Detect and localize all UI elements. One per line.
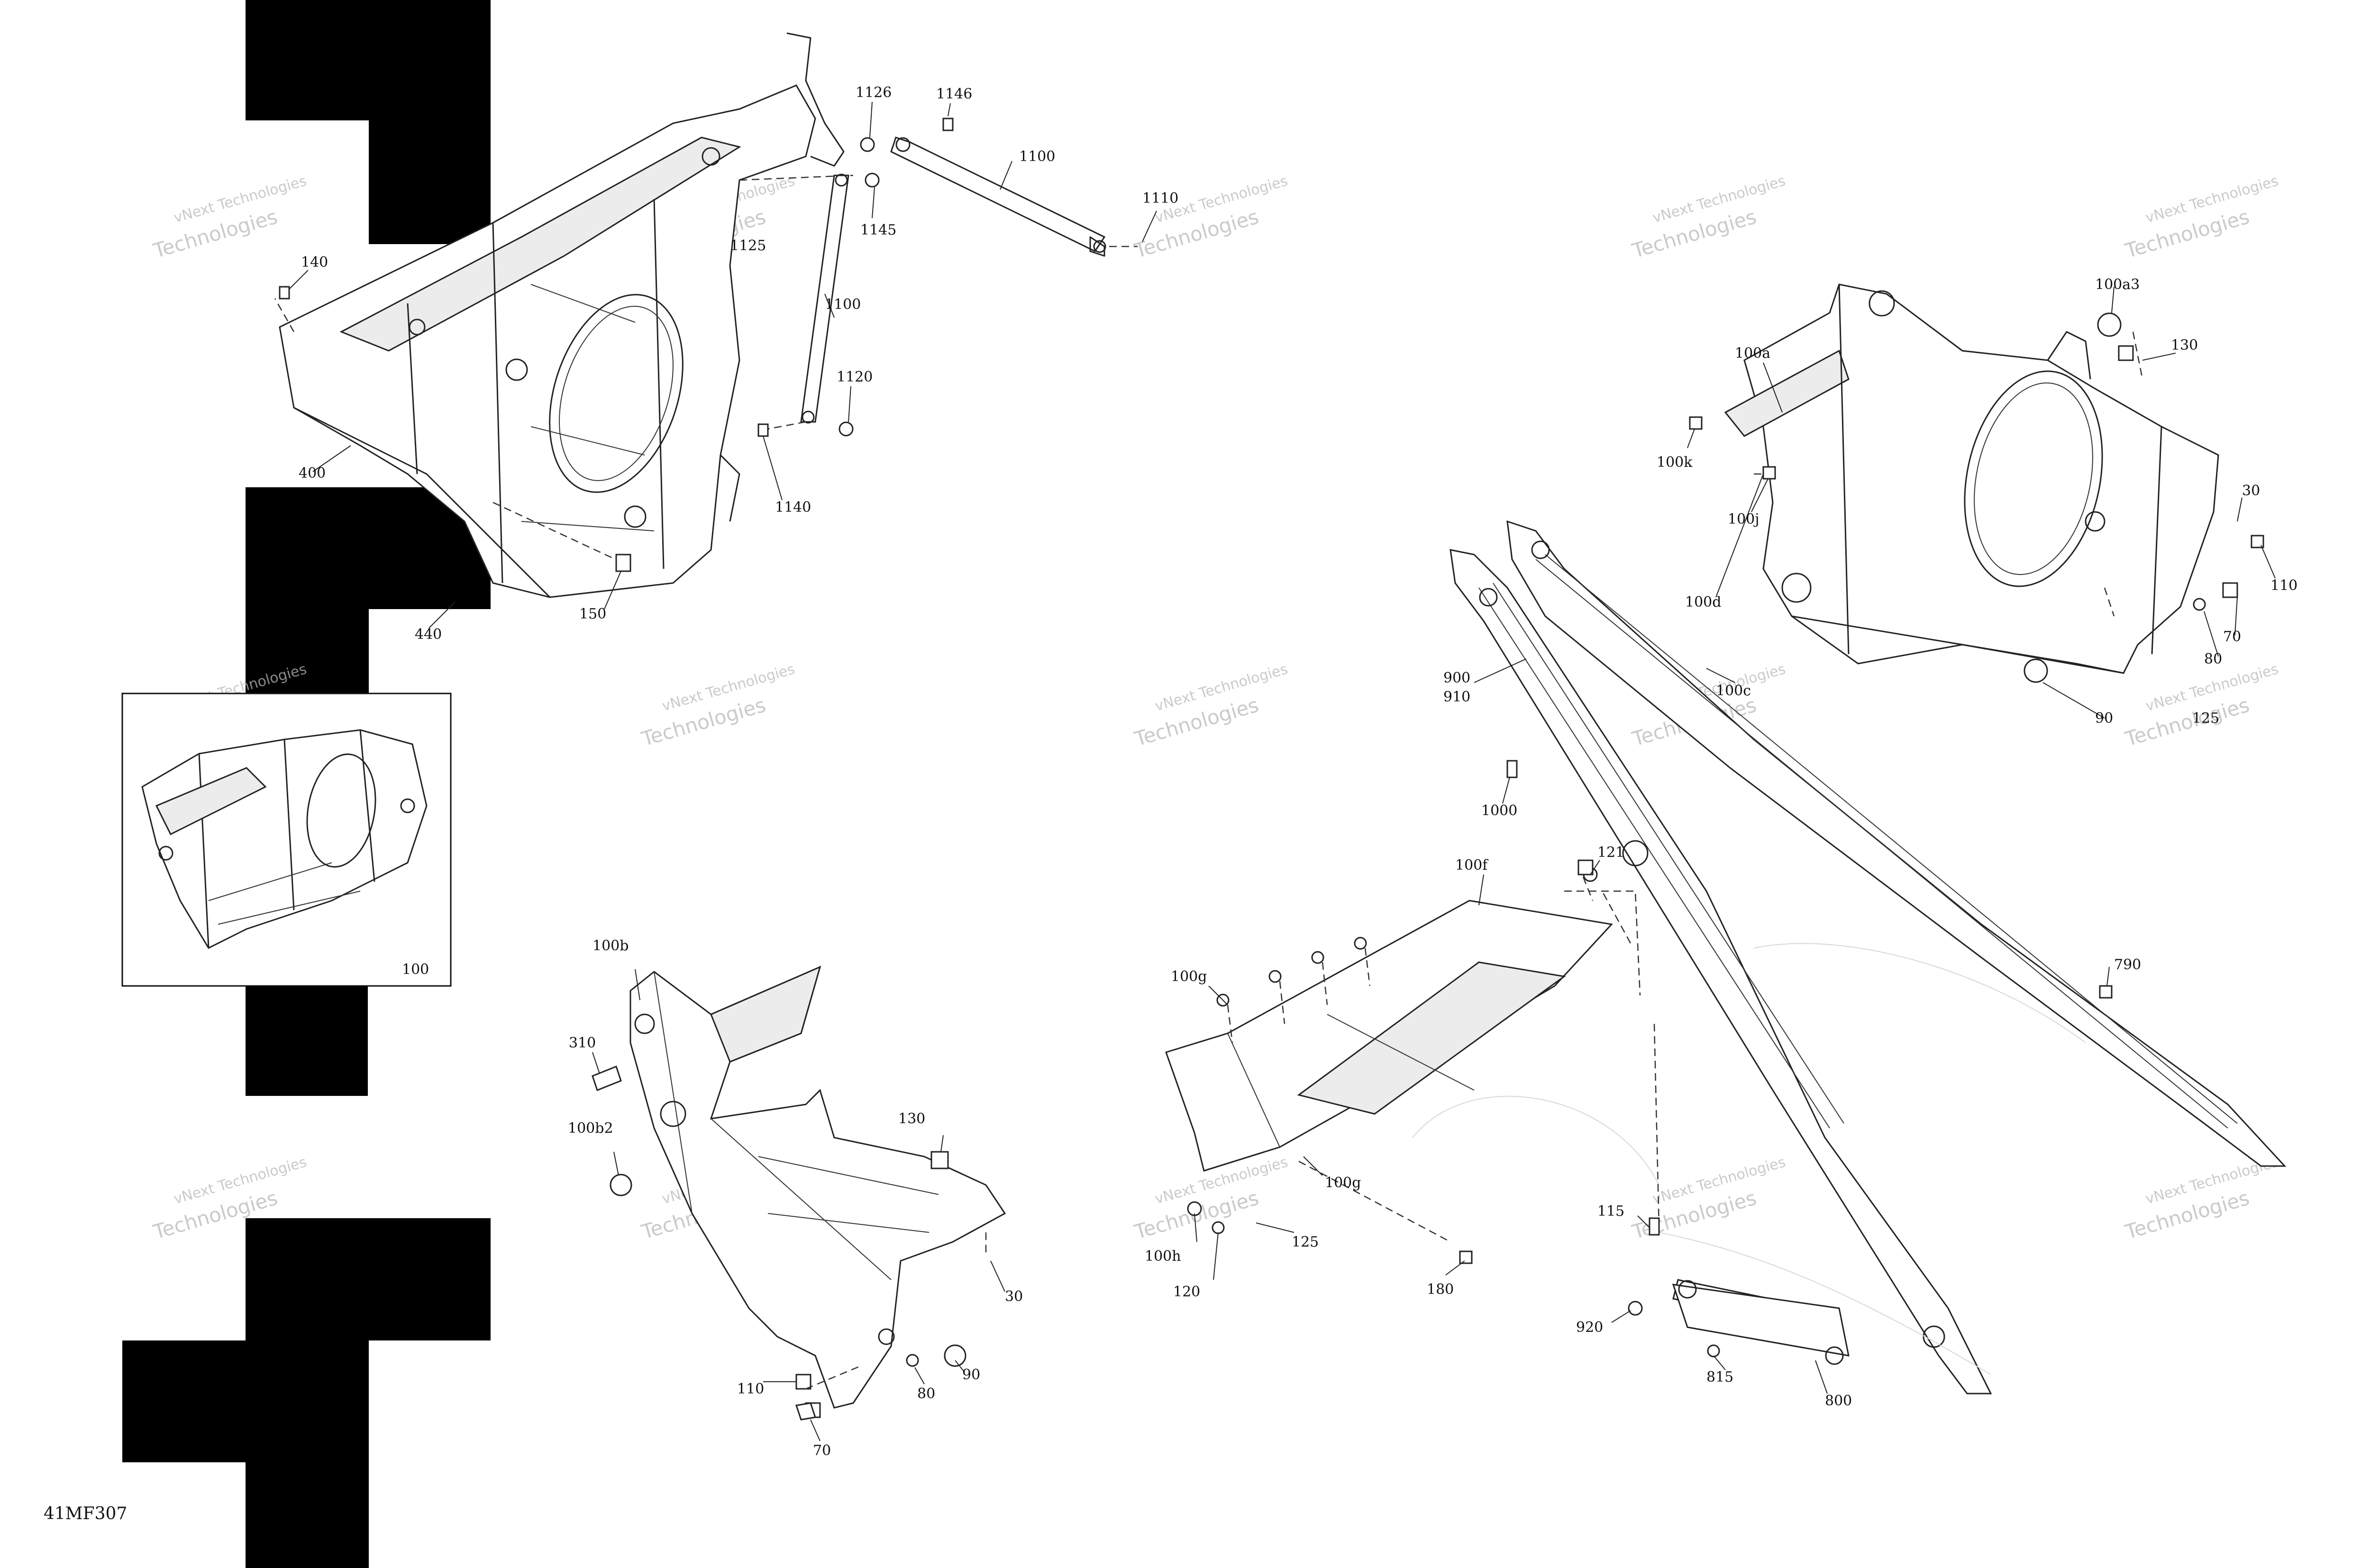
callout-100b2: 100b2 [568, 1120, 613, 1137]
callout-140: 140 [301, 254, 328, 271]
callout-130-upper: 130 [2171, 337, 2198, 354]
callout-180: 180 [1427, 1281, 1454, 1298]
callout-100a: 100a [1735, 345, 1770, 362]
strut-1100-upper [860, 118, 1138, 257]
callout-1145: 1145 [860, 222, 896, 238]
callout-121: 121 [1597, 844, 1624, 861]
callout-920: 920 [1576, 1319, 1603, 1336]
callout-100f: 100f [1455, 857, 1488, 874]
strut-1100-lower [279, 173, 880, 572]
callout-310: 310 [569, 1035, 596, 1051]
callout-30-upper: 30 [2242, 483, 2260, 499]
leader-lines [289, 101, 2276, 1441]
callout-90-lower: 90 [962, 1367, 980, 1383]
callout-110-upper: 110 [2270, 577, 2297, 594]
callout-100: 100 [402, 961, 429, 978]
callout-910: 910 [1443, 689, 1470, 705]
callout-1100-lower: 1100 [825, 296, 861, 313]
callout-120: 120 [1173, 1284, 1200, 1300]
callout-125-lower: 125 [1292, 1234, 1319, 1250]
callout-900: 900 [1443, 670, 1470, 686]
callout-100g-upper: 100g [1171, 968, 1207, 985]
lower-bracket-100b [592, 966, 1006, 1421]
redaction-blocks [122, 0, 491, 1568]
callout-100a3: 100a3 [2095, 276, 2140, 293]
callout-100d: 100d [1685, 594, 1721, 611]
callout-815: 815 [1706, 1369, 1733, 1386]
callout-90-upper: 90 [2095, 710, 2113, 727]
callout-1125: 1125 [730, 237, 766, 254]
callout-125-upper: 125 [2192, 710, 2219, 727]
callout-1000: 1000 [1481, 802, 1517, 819]
callout-130-lower: 130 [898, 1111, 925, 1127]
callout-790: 790 [2114, 957, 2141, 973]
front-frame-assembly-view [274, 32, 854, 598]
callout-100j: 100j [1728, 511, 1759, 528]
inset-frame-100 [121, 693, 452, 987]
callout-1146: 1146 [936, 86, 972, 102]
floor-bracket-100f [1165, 859, 1613, 1264]
callout-100k: 100k [1657, 454, 1693, 471]
callout-100h: 100h [1145, 1248, 1181, 1265]
callout-110-lower: 110 [737, 1381, 764, 1397]
figure-code: 41MF307 [44, 1504, 127, 1523]
callout-115: 115 [1597, 1203, 1624, 1220]
callout-400: 400 [299, 465, 326, 482]
callout-80-lower: 80 [917, 1386, 935, 1402]
side-rails-900-910 [1412, 520, 2287, 1395]
callout-1120: 1120 [837, 369, 873, 385]
callout-100g-lower: 100g [1325, 1175, 1361, 1191]
callout-70-upper: 70 [2223, 629, 2241, 645]
callout-70-lower: 70 [813, 1442, 831, 1459]
callout-440: 440 [415, 626, 442, 643]
side-frame-100a-view [1689, 283, 2264, 683]
callout-80-upper: 80 [2204, 651, 2222, 667]
callout-1140: 1140 [775, 499, 811, 516]
callout-100b: 100b [592, 938, 629, 954]
callout-30-lower: 30 [1005, 1288, 1023, 1305]
callout-1100-upper: 1100 [1019, 148, 1055, 165]
callout-1126: 1126 [856, 84, 892, 101]
callout-150: 150 [579, 606, 606, 622]
callout-100c: 100c [1716, 683, 1751, 699]
callout-1110: 1110 [1142, 190, 1178, 207]
callout-800: 800 [1825, 1393, 1852, 1409]
callout-labels: 1126 1146 1100 1110 1145 1125 1100 140 1… [299, 84, 2297, 1459]
